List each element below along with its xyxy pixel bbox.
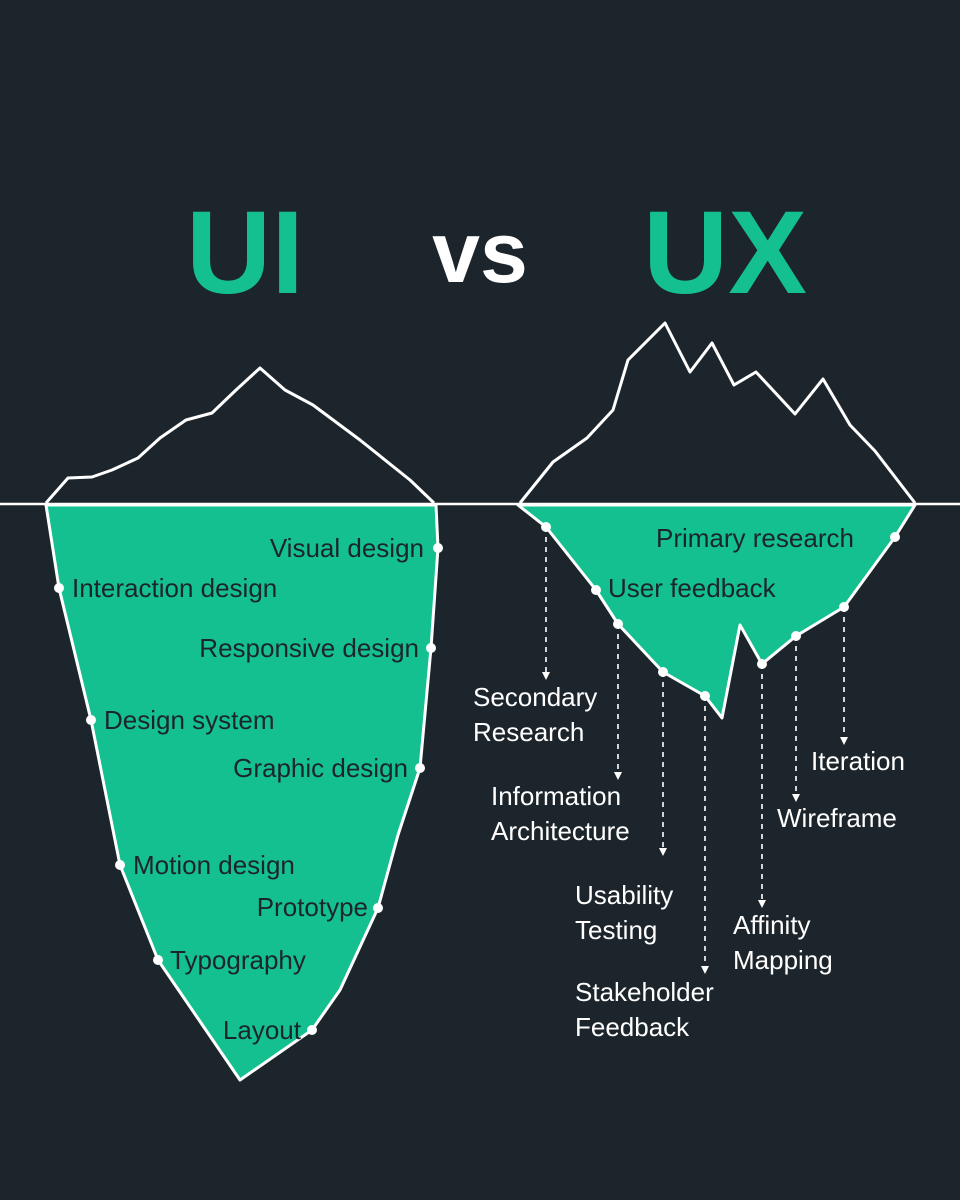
arrowhead-usability-testing (659, 848, 667, 856)
label-typography: Typography (170, 945, 306, 975)
ui-iceberg-tip (44, 366, 436, 505)
dot-primary-research (890, 532, 900, 542)
dot-visual-design (433, 543, 443, 553)
dot-responsive-design (426, 643, 436, 653)
dot-interaction-design (54, 583, 64, 593)
arrowhead-iteration (840, 737, 848, 745)
label-visual-design: Visual design (269, 533, 424, 563)
dot-motion-design (115, 860, 125, 870)
ui-title: UI (186, 187, 304, 319)
label-iteration: Iteration (811, 746, 905, 776)
label-responsive-design: Responsive design (199, 633, 419, 663)
ux-arrowheads (542, 672, 848, 974)
label-stakeholder-feedback: Stakeholder Feedback (575, 977, 714, 1042)
arrowhead-stakeholder-feedback (701, 966, 709, 974)
ui-iceberg-underwater (44, 503, 440, 1082)
ui-marker-dots (54, 543, 443, 1035)
dot-typography (153, 955, 163, 965)
label-wireframe: Wireframe (777, 803, 897, 833)
label-usability-testing: Usability Testing (575, 880, 674, 945)
label-graphic-design: Graphic design (233, 753, 408, 783)
dot-design-system (86, 715, 96, 725)
dot-layout (307, 1025, 317, 1035)
label-motion-design: Motion design (133, 850, 295, 880)
label-information-architecture: Information Architecture (491, 781, 630, 846)
dot-user-feedback (591, 585, 601, 595)
dot-graphic-design (415, 763, 425, 773)
label-interaction-design: Interaction design (72, 573, 278, 603)
label-prototype: Prototype (256, 892, 368, 922)
dot-stakeholder-feedback (700, 691, 710, 701)
arrowhead-secondary-research (542, 672, 550, 680)
label-user-feedback: User feedback (608, 573, 776, 603)
dot-affinity-mapping (757, 659, 767, 669)
ux-title: UX (643, 187, 807, 319)
label-design-system: Design system (104, 705, 275, 735)
vs-title: vs (432, 205, 528, 301)
ux-iceberg-tip (518, 321, 917, 504)
label-affinity-mapping: Affinity Mapping (733, 910, 833, 975)
dot-wireframe (791, 631, 801, 641)
label-layout: Layout (222, 1015, 301, 1045)
dot-iteration (839, 602, 849, 612)
dot-information-architecture (613, 619, 623, 629)
arrowhead-wireframe (792, 794, 800, 802)
arrowhead-affinity-mapping (758, 900, 766, 908)
arrowhead-information-architecture (614, 772, 622, 780)
dot-prototype (373, 903, 383, 913)
label-secondary-research: Secondary Research (473, 682, 598, 747)
label-primary-research: Primary research (656, 523, 854, 553)
ux-marker-dots (541, 522, 900, 701)
dot-usability-testing (658, 667, 668, 677)
ux-iceberg-underwater (516, 503, 917, 720)
dot-secondary-research (541, 522, 551, 532)
ux-dashed-connectors (545, 527, 845, 966)
